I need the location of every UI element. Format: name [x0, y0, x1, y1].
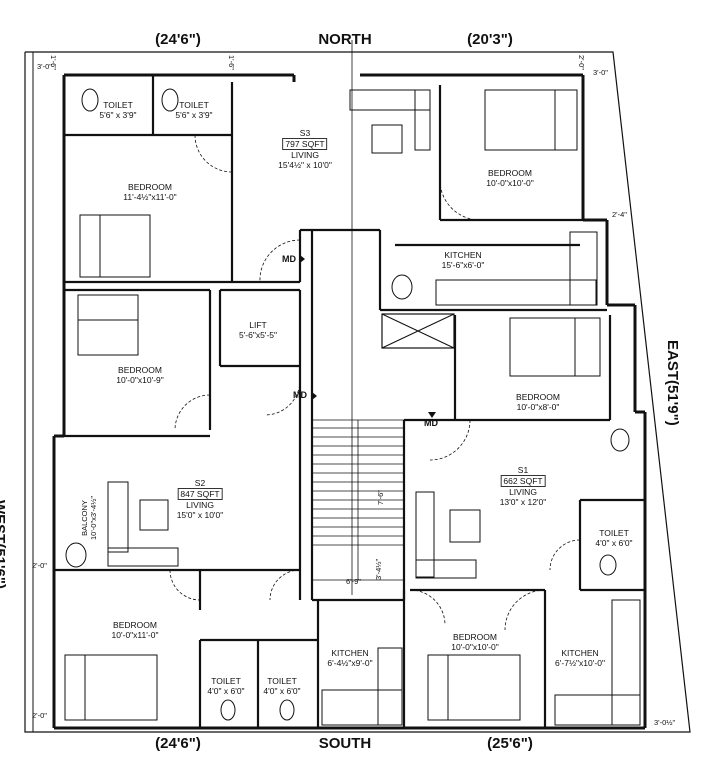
- setback-ne-v: 2'-0": [577, 55, 586, 70]
- stair-dim-horizontal: 6'-9": [346, 577, 361, 586]
- unit-s2-living: S2 847 SQFT LIVING 15'0" x 10'0": [176, 478, 224, 520]
- setback-nw-h: 3'-0": [37, 62, 52, 71]
- setback-west-low: 2'-0": [32, 561, 47, 570]
- frontage-north-right: (20'3"): [467, 31, 513, 48]
- main-door-label-3: MD: [424, 418, 438, 428]
- setback-sw: 2'-0": [32, 711, 47, 720]
- compass-west: WEST(51'6"): [0, 500, 8, 590]
- main-door-label-2: MD: [293, 390, 307, 400]
- frontage-north-left: (24'6"): [155, 31, 201, 48]
- unit-s3-living: S3 797 SQFT LIVING 15'4½" x 10'0": [278, 128, 332, 170]
- frontage-south-right: (25'6"): [487, 735, 533, 752]
- setback-east-mid: 2'-4": [612, 210, 627, 219]
- unit-s1-living: S1 662 SQFT LIVING 13'0" x 12'0": [499, 465, 547, 507]
- main-door-label-1: MD: [282, 254, 296, 264]
- compass-south: SOUTH: [318, 735, 372, 752]
- site-boundary: [24, 51, 691, 733]
- setback-ne-h: 3'-0": [593, 68, 608, 77]
- compass-north: NORTH: [318, 31, 372, 48]
- setback-se: 3'-0½": [654, 718, 676, 727]
- setback-nw-v: 1'-6": [49, 55, 58, 70]
- frontage-south-left: (24'6"): [155, 735, 201, 752]
- compass-east: EAST(51'9"): [664, 340, 681, 426]
- setback-n-mid-v: 1'-6": [227, 55, 236, 70]
- stair-dim-vertical: 7'-6": [376, 490, 385, 505]
- stair-dim-small: 3'-4½": [374, 558, 383, 580]
